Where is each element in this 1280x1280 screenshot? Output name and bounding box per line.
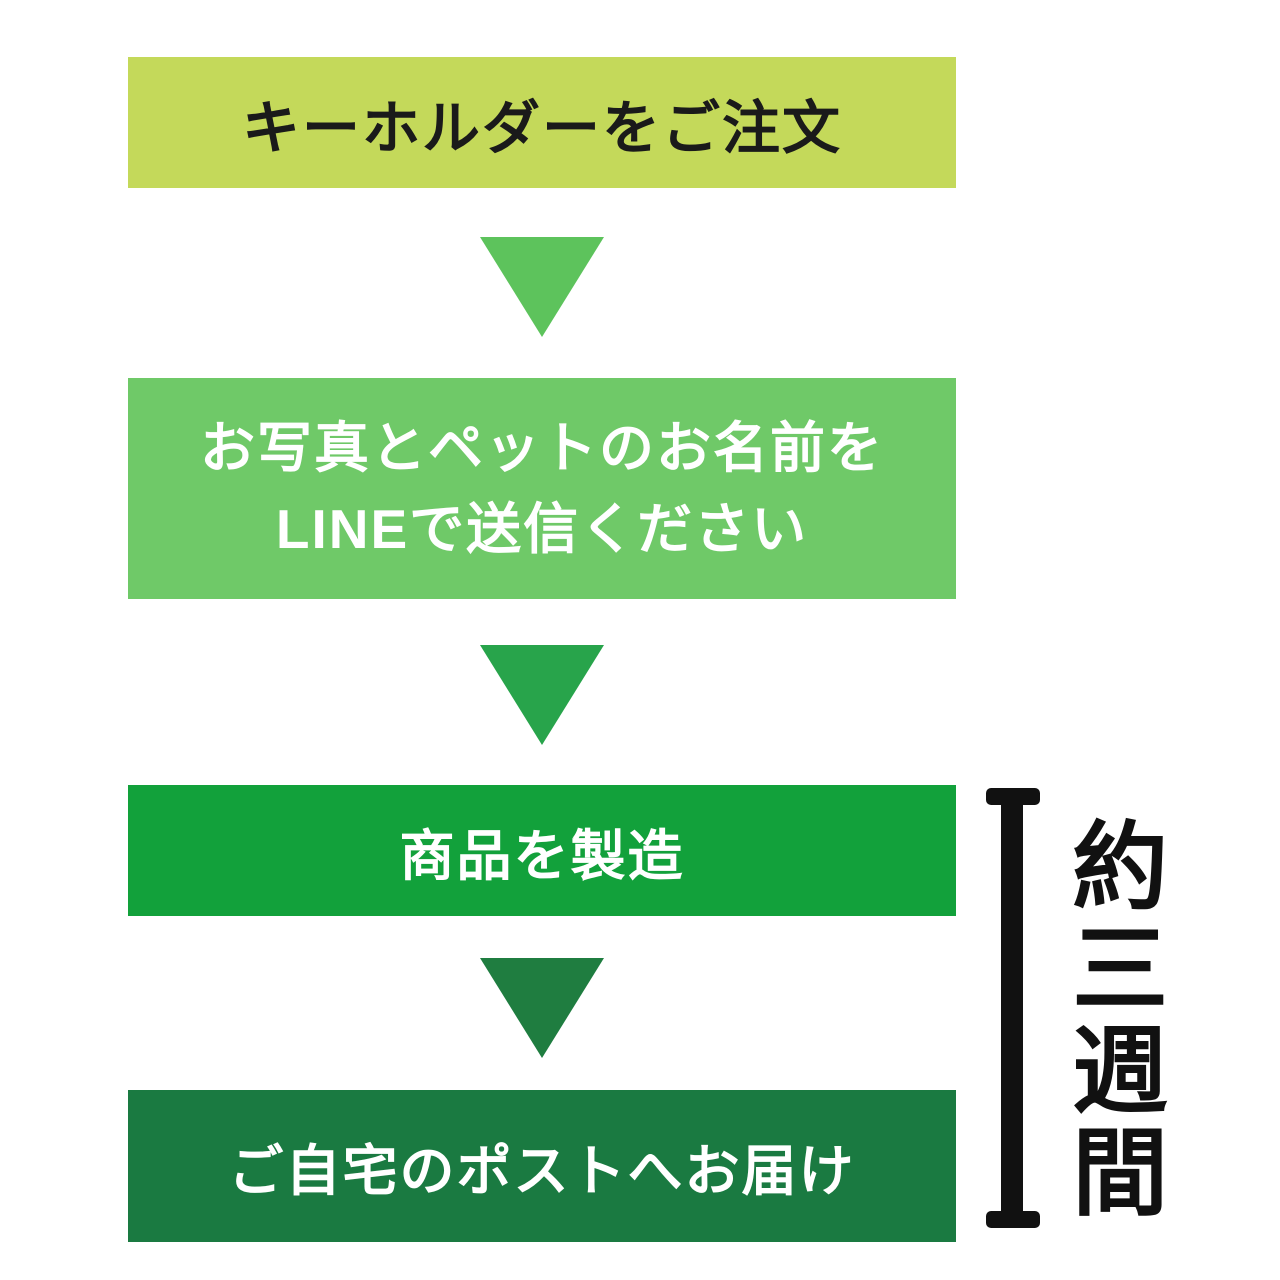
duration-bracket-bottom-cap [986,1211,1040,1228]
down-arrow-icon [480,645,604,745]
duration-bracket-bar [1001,792,1023,1224]
duration-label: 約三週間 [1057,816,1165,1224]
step-send-photo-line-label-line2: LINEで送信ください [275,497,809,560]
step-order-box: キーホルダーをご注文 [128,57,956,188]
step-send-photo-line-label-line1: お写真とペットのお名前を [199,416,884,479]
down-arrow-icon [480,958,604,1058]
step-delivery-label: ご自宅のポストへお届け [228,1140,856,1202]
step-manufacture-box: 商品を製造 [128,785,956,916]
step-order-label: キーホルダーをご注文 [241,95,842,161]
step-send-photo-line-box: お写真とペットのお名前を LINEで送信ください [128,378,956,599]
duration-bracket-top-cap [986,788,1040,805]
step-manufacture-label: 商品を製造 [399,824,685,887]
down-arrow-icon [480,237,604,337]
step-delivery-box: ご自宅のポストへお届け [128,1090,956,1242]
